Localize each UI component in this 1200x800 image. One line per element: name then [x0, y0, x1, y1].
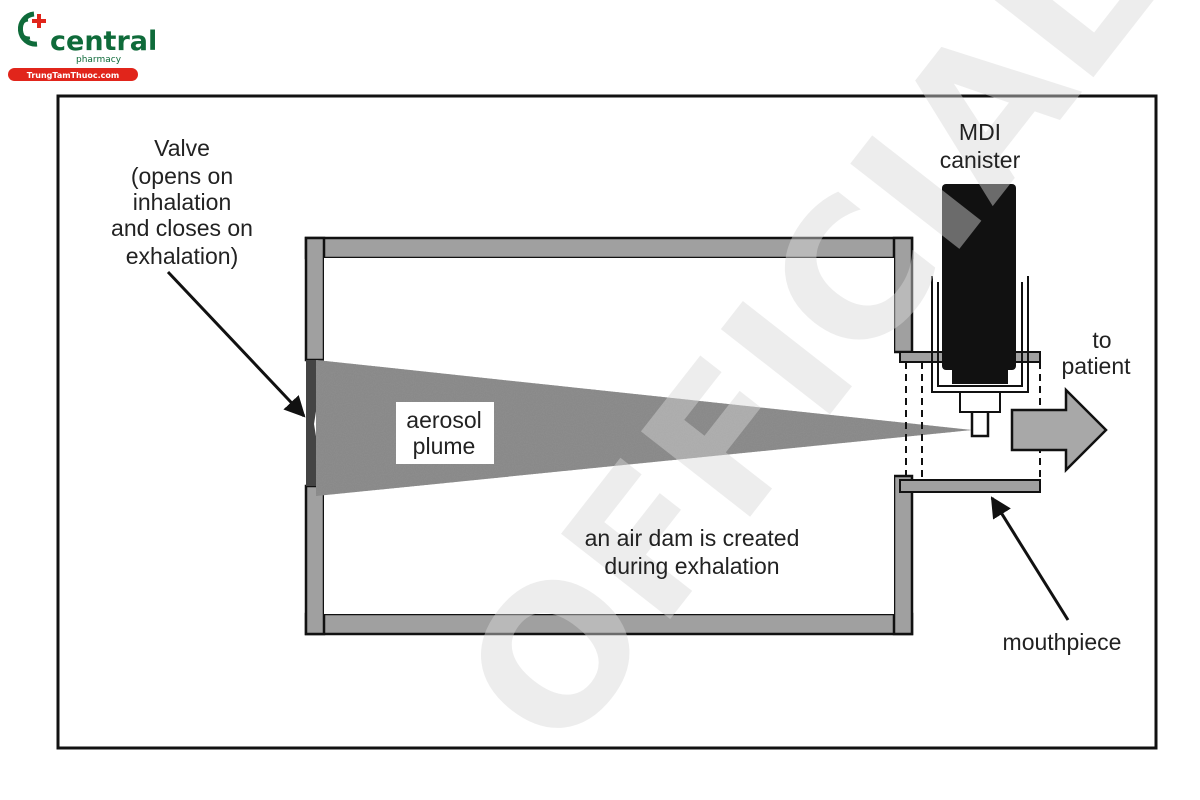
- logo-url: TrungTamThuoc.com: [27, 71, 120, 80]
- plume-label-line: aerosol: [406, 407, 481, 433]
- aerosol-plume: [316, 360, 972, 496]
- plume-label: aerosol plume: [406, 407, 481, 459]
- to-patient-label-line: patient: [1061, 353, 1131, 379]
- valve-label-line: (opens on: [131, 163, 233, 189]
- logo[interactable]: central pharmacy TrungTamThuoc.com: [8, 11, 157, 81]
- air-dam-label-line: an air dam is created: [585, 525, 800, 551]
- air-dam-label-line: during exhalation: [604, 553, 779, 579]
- logo-subtitle: pharmacy: [76, 55, 122, 65]
- mouthpiece-label: mouthpiece: [1003, 629, 1122, 655]
- plume-label-line: plume: [413, 433, 476, 459]
- canister-label: MDI canister: [940, 119, 1021, 173]
- logo-name: central: [50, 26, 157, 57]
- canister-label-line: canister: [940, 147, 1021, 173]
- valve-pointer-arrow: [166, 270, 306, 418]
- valve-label-line: and closes on: [111, 215, 253, 241]
- valve-label: Valve (opens on inhalation and closes on…: [111, 135, 253, 269]
- to-patient-label: to patient: [1061, 327, 1131, 379]
- valve-label-line: inhalation: [133, 189, 231, 215]
- valve-label-line: Valve: [154, 135, 210, 161]
- canister-label-line: MDI: [959, 119, 1001, 145]
- logo-mark-icon: [17, 11, 46, 47]
- mdi-canister: [931, 184, 1029, 438]
- air-dam-label: an air dam is created during exhalation: [585, 525, 800, 579]
- figure-frame: [56, 94, 1158, 750]
- to-patient-arrow-icon: [1010, 386, 1108, 474]
- valve-label-line: exhalation): [126, 243, 239, 269]
- mouthpiece-pointer-arrow: [990, 496, 1070, 621]
- logo-url-pill: [8, 68, 138, 81]
- to-patient-label-line: to: [1092, 327, 1111, 353]
